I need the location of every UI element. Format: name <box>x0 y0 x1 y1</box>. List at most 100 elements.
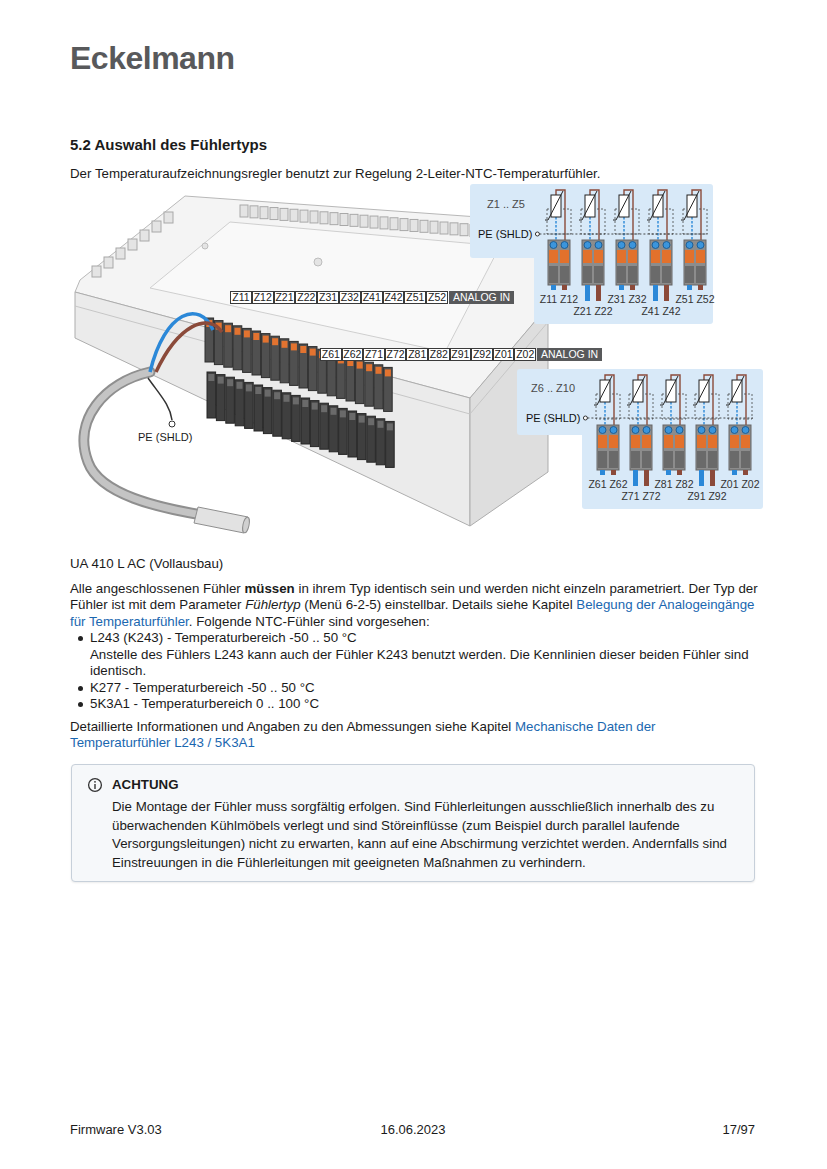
terminal-body <box>650 240 672 285</box>
terminal-lever <box>208 374 214 381</box>
wire-color-blue <box>585 285 590 301</box>
section-heading: 5.2 Auswahl des Fühlertyps <box>70 136 267 154</box>
terminal-block <box>348 411 357 457</box>
terminal-socket <box>664 451 673 468</box>
terminal-block <box>337 354 346 398</box>
pin-label: Z01 Z02 <box>720 478 759 490</box>
terminal-label: Z22 <box>295 291 317 304</box>
terminal-socket <box>631 451 640 468</box>
info-icon <box>89 779 102 792</box>
shield-terminal <box>169 421 175 427</box>
connector-block <box>410 219 418 231</box>
wiring-schematic <box>594 375 752 486</box>
sensor-probe <box>194 507 248 533</box>
terminal-lever <box>376 367 382 374</box>
shield-terminal <box>535 232 539 236</box>
terminal-lever <box>697 435 706 448</box>
terminal-button <box>686 242 693 249</box>
terminal-body <box>597 425 619 470</box>
wire-color-brown <box>710 470 715 486</box>
terminal-block <box>245 382 254 428</box>
terminal-lever <box>385 369 391 376</box>
connector-block <box>380 217 388 229</box>
connector-block <box>116 248 125 259</box>
inset-heading: Z6 .. Z10 <box>531 382 575 395</box>
terminal-button <box>665 427 672 434</box>
wire-color-blue <box>687 285 692 290</box>
pin-label: Z71 Z72 <box>621 490 660 502</box>
connector-block <box>104 257 113 268</box>
bullet-item: K277 - Temperaturbereich -50 .. 50 °C <box>70 680 758 697</box>
terminal-label: Z72 <box>385 348 407 361</box>
pin-label: Z61 Z62 <box>588 478 627 490</box>
terminal-lever <box>300 346 306 353</box>
wire-color-blue <box>653 285 658 301</box>
terminal-block <box>384 367 393 411</box>
warning-text: Die Montage der Fühler muss sorgfältig e… <box>112 798 734 872</box>
pin-label: Z81 Z82 <box>654 478 693 490</box>
terminal-lever <box>631 435 640 448</box>
terminal-socket <box>685 266 694 283</box>
terminal-button <box>550 242 557 249</box>
terminal-socket <box>696 266 705 283</box>
connector-block <box>290 209 298 221</box>
terminal-block <box>346 357 355 401</box>
warning-heading: ACHTUNG <box>112 776 734 793</box>
terminal-block <box>308 347 317 391</box>
connector-block <box>310 211 318 223</box>
shield-wire <box>148 378 172 420</box>
wire-color-blue <box>699 470 704 486</box>
sensor-wire-blue <box>555 217 556 240</box>
terminal-lever <box>368 418 374 425</box>
terminal-button <box>698 427 705 434</box>
connector-block <box>300 210 308 222</box>
terminal-block <box>355 360 364 404</box>
terminal-lever <box>651 250 660 263</box>
terminal-block <box>357 414 366 460</box>
terminal-lever <box>246 384 252 391</box>
terminal-lever <box>696 250 705 263</box>
terminal-lever <box>609 435 618 448</box>
cover-hole <box>314 258 322 266</box>
connector-block <box>140 230 149 241</box>
thermistor-symbol <box>545 191 563 220</box>
terminal-lever <box>598 435 607 448</box>
connector-block <box>260 207 268 219</box>
terminal-button <box>632 427 639 434</box>
terminal-lever <box>662 250 671 263</box>
connector-block <box>152 221 161 232</box>
terminal-socket <box>675 451 684 468</box>
inset-panel <box>520 372 760 506</box>
terminal-button <box>610 427 617 434</box>
parameter-name: Fühlertyp <box>245 597 300 612</box>
connector-block <box>450 223 458 235</box>
wire-color-brown <box>664 285 669 301</box>
pin-label: PE (SHLD) <box>526 412 580 425</box>
terminal-label: Z81 <box>406 348 428 361</box>
connector-block <box>240 205 248 217</box>
sensor-wire-blue <box>589 217 590 240</box>
terminal-lever <box>359 416 365 423</box>
body-text: (Menü 6-2-5) einstellbar. Details siehe … <box>304 597 572 612</box>
paragraph: Detaillierte Informationen und Angaben z… <box>70 719 758 752</box>
connector-block <box>320 212 328 224</box>
terminal-block <box>261 334 270 378</box>
terminal-button <box>561 242 568 249</box>
list-text: Anstelle des Fühlers L243 kann auch der … <box>90 647 758 680</box>
terminal-label: Z51 <box>404 291 426 304</box>
connector-block <box>350 214 358 226</box>
connector-block <box>360 215 368 227</box>
info-icon <box>94 781 96 783</box>
terminal-socket <box>594 266 603 283</box>
terminal-block <box>224 323 233 367</box>
terminal-block <box>282 393 291 439</box>
terminal-button <box>697 242 704 249</box>
terminal-label: Z12 <box>252 291 274 304</box>
sensor-wire-blue <box>657 217 658 240</box>
cover-hole <box>202 243 208 249</box>
terminal-lever <box>730 435 739 448</box>
terminal-socket <box>697 451 706 468</box>
terminal-lever <box>708 435 717 448</box>
terminal-label: Z52 <box>426 291 448 304</box>
terminal-label: Z31 <box>317 291 339 304</box>
